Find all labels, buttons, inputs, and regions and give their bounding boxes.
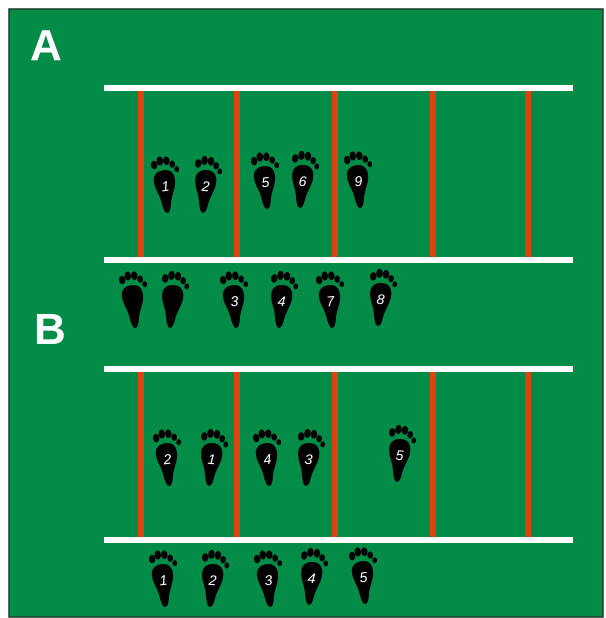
svg-text:5: 5 [261, 174, 271, 191]
svg-text:5: 5 [359, 569, 369, 586]
footprint-icon: 3 [253, 548, 287, 609]
footprint-icon: 3 [294, 428, 327, 487]
footprint-icon: 4 [297, 547, 330, 606]
footprint-icon: 2 [191, 155, 224, 214]
footprint-icon: 3 [219, 269, 253, 330]
panel-a-letter: A [30, 21, 62, 70]
footprint-icon: 4 [252, 427, 286, 488]
footprint-icon: 7 [315, 269, 349, 330]
footprint-icon: 5 [385, 424, 418, 483]
ladder-b [104, 366, 573, 543]
svg-text:9: 9 [354, 173, 364, 190]
footprint-icon: 1 [197, 428, 230, 487]
svg-text:8: 8 [376, 291, 385, 308]
footprint-icon: 5 [250, 150, 284, 211]
footprint-icon: 4 [267, 270, 300, 329]
svg-text:2: 2 [200, 178, 210, 195]
svg-text:5: 5 [395, 447, 404, 464]
svg-text:4: 4 [307, 570, 316, 587]
field-background [8, 8, 604, 618]
svg-text:3: 3 [264, 572, 274, 589]
svg-text:3: 3 [230, 293, 240, 310]
footprint-icon: 1 [148, 548, 182, 609]
footprint-icon: 2 [198, 549, 231, 608]
svg-text:3: 3 [304, 451, 313, 468]
footprint-icon: 2 [152, 427, 186, 488]
panel-a-footprints: 1 2 5 6 9 3 4 7 8 [118, 149, 399, 330]
footprint-icon: 1 [150, 154, 184, 215]
panel-b-letter: B [34, 305, 66, 354]
svg-text:2: 2 [207, 572, 217, 589]
svg-text:1: 1 [159, 572, 168, 589]
svg-text:1: 1 [207, 451, 216, 468]
svg-text:2: 2 [162, 451, 173, 468]
panel-b-footprints: 2 1 4 3 5 1 2 3 4 5 [148, 424, 418, 609]
footprint-icon: 9 [343, 149, 377, 210]
svg-text:4: 4 [263, 451, 273, 468]
svg-text:6: 6 [298, 173, 307, 190]
footprint-icon: 6 [288, 150, 321, 209]
svg-text:7: 7 [326, 292, 337, 309]
footprint-icon: 5 [348, 545, 382, 606]
ladder-a [104, 85, 573, 263]
footprint-icon: 8 [366, 268, 399, 327]
svg-text:1: 1 [161, 178, 170, 195]
svg-text:4: 4 [277, 293, 286, 310]
